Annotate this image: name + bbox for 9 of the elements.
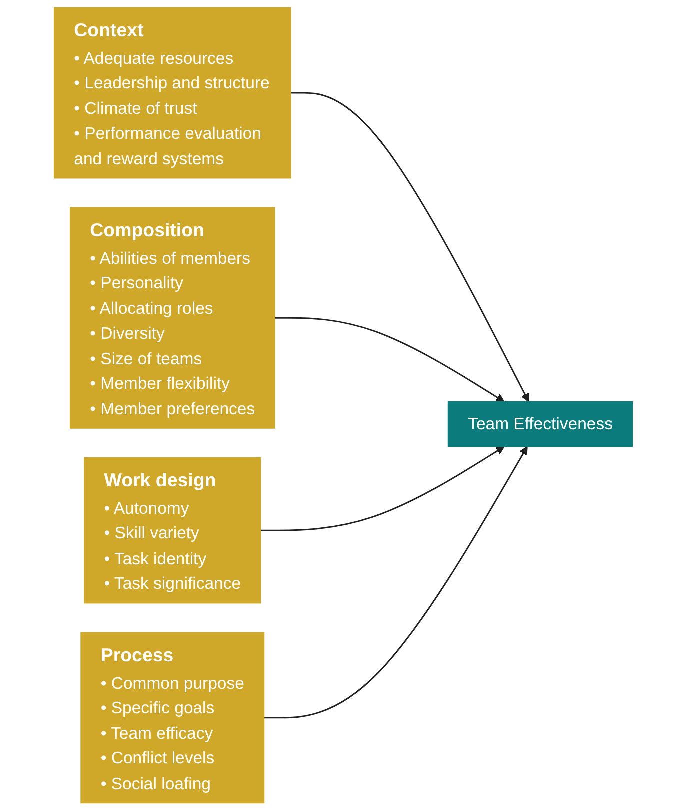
node-box: Composition • Abilities of members • Personality • Allocating roles • Diversity • Size of teams • Member flexibility • Member preferences [70,207,276,429]
node-box: Process • Common purpose • Specific goals • Team efficacy • Conflict levels • Social loafing [81,632,266,804]
arrow [275,317,506,402]
node-box: Team Effectiveness [448,401,634,448]
arrow [261,446,506,532]
node-box: Work design • Autonomy • Skill variety • Task identity • Task significance [84,457,262,604]
arrow [264,446,528,719]
node-box: Context • Adequate resources • Leadership and structure • Climate of trust • Performance evaluation and reward systems [54,7,292,179]
arrow [291,92,530,402]
